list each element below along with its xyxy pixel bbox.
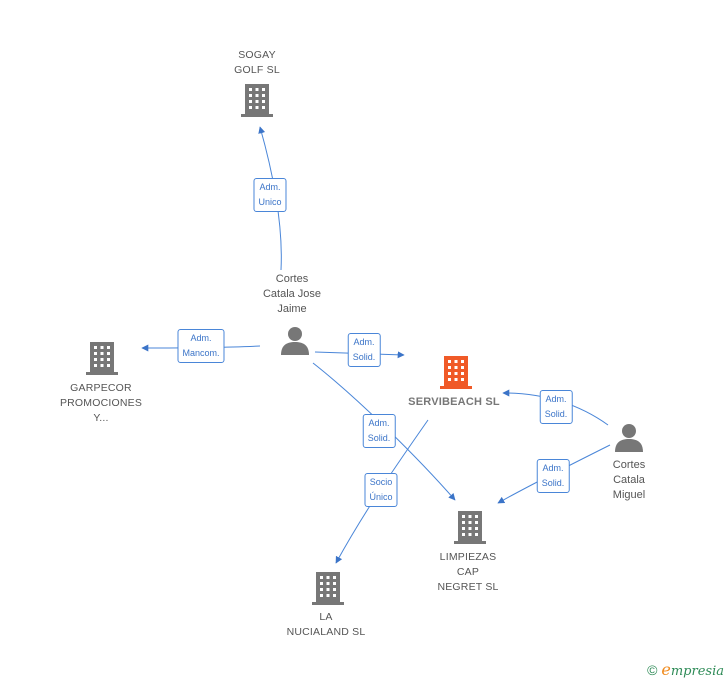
edge-label-line: Solid.	[544, 409, 568, 419]
node-label-line: Jaime	[277, 303, 307, 315]
node-label-sogay[interactable]: SOGAY GOLF SL	[234, 48, 280, 78]
edge-label-line: Único	[369, 492, 393, 502]
edge-label-line: Mancom.	[182, 348, 220, 358]
node-label-line: NEGRET SL	[437, 581, 499, 593]
brand-logo-e: e	[661, 660, 671, 679]
node-label-line: LA	[319, 611, 333, 623]
building-icon-garpecor	[86, 342, 118, 375]
edge-label-line: Adm.	[542, 463, 564, 473]
node-label-cortes-miguel[interactable]: Cortes Catala Miguel	[613, 458, 645, 503]
node-label-garpecor[interactable]: GARPECOR PROMOCIONES Y...	[60, 381, 142, 426]
edge-label-line: Solid.	[352, 352, 376, 362]
brand-footer[interactable]: ©empresia	[647, 660, 724, 679]
edge-label-adm-unico[interactable]: Adm. Unico	[253, 178, 287, 212]
node-label-line: PROMOCIONES	[59, 397, 143, 409]
edge-label-line: Adm.	[259, 182, 281, 192]
edge-label-adm-solid-limpiezas-miguel[interactable]: Adm. Solid.	[536, 459, 570, 493]
edge-label-adm-solid-servibeach-miguel[interactable]: Adm. Solid.	[539, 390, 573, 424]
node-label-line: NUCIALAND SL	[286, 626, 366, 638]
edge-label-line: Socio	[369, 477, 393, 487]
edge-label-line: Adm.	[353, 337, 375, 347]
edge-label-line: Adm.	[368, 418, 390, 428]
node-label-limpiezas[interactable]: LIMPIEZAS CAP NEGRET SL	[437, 550, 498, 595]
person-icon-cortes-jose	[281, 327, 309, 355]
node-label-line: SOGAY	[238, 49, 276, 61]
edge-label-line: Unico	[258, 197, 282, 207]
node-label-line: GOLF SL	[234, 64, 280, 76]
node-label-line: GARPECOR	[70, 382, 132, 394]
person-icon-cortes-miguel	[615, 424, 643, 452]
copyright-icon: ©	[647, 662, 658, 678]
node-label-servibeach[interactable]: SERVIBEACH SL	[408, 395, 500, 410]
node-label-line: LIMPIEZAS	[439, 551, 497, 563]
node-label-nucialand[interactable]: LA NUCIALAND SL	[287, 610, 366, 640]
edge-label-adm-solid-servibeach[interactable]: Adm. Solid.	[347, 333, 381, 367]
node-label-line: Cortes	[612, 459, 646, 471]
edge-label-line: Adm.	[190, 333, 212, 343]
node-label-line: Cortes	[275, 273, 309, 285]
building-icon-limpiezas	[454, 511, 486, 544]
building-icon-nucialand	[312, 572, 344, 605]
brand-logo-text: mpresia	[670, 664, 724, 679]
node-label-line: Y...	[93, 412, 109, 424]
node-label-line: Catala Jose	[262, 288, 322, 300]
node-label-line: SERVIBEACH SL	[408, 396, 500, 408]
edge-label-line: Adm.	[545, 394, 567, 404]
edge-label-adm-solid-limpiezas-jose[interactable]: Adm. Solid.	[362, 414, 396, 448]
building-icon-servibeach	[440, 356, 472, 389]
edge-label-adm-mancom[interactable]: Adm. Mancom.	[177, 329, 225, 363]
node-label-cortes-jose[interactable]: Cortes Catala Jose Jaime	[263, 272, 321, 317]
node-label-line: Catala	[613, 474, 645, 486]
edge-label-line: Solid.	[541, 478, 565, 488]
edge-label-line: Solid.	[367, 433, 391, 443]
node-label-line: CAP	[456, 566, 480, 578]
edge-label-socio-unico[interactable]: Socio Único	[364, 473, 398, 507]
building-icon-sogay	[241, 84, 273, 117]
node-label-line: Miguel	[612, 489, 646, 501]
